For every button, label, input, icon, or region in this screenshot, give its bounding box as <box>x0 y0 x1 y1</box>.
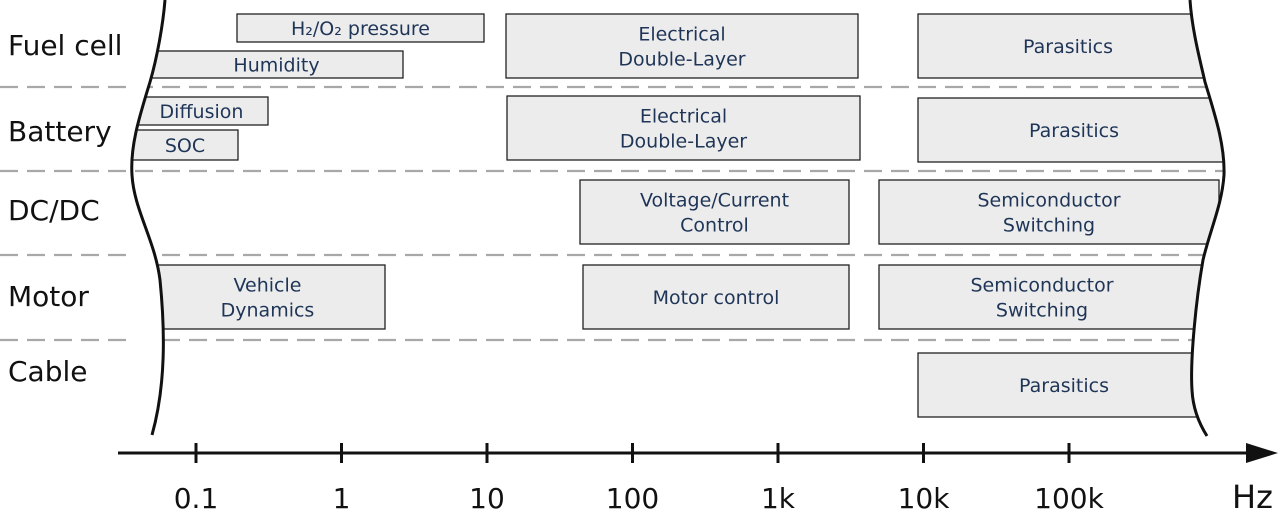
left-axis-break <box>130 0 167 436</box>
row-separators <box>0 85 1280 342</box>
row-label-motor: Motor <box>8 280 89 313</box>
box-label: Electrical <box>638 24 725 46</box>
right-break-mask <box>1190 0 1280 436</box>
box-label: H₂/O₂ pressure <box>291 18 430 40</box>
box-label: Switching <box>1003 215 1095 237</box>
box-label: Parasitics <box>1029 120 1119 142</box>
box-rect <box>149 50 404 79</box>
box-label: Parasitics <box>1023 36 1113 58</box>
box-label: Humidity <box>233 55 319 77</box>
box-label: Double-Layer <box>620 131 747 153</box>
axis-tick-label: 10 <box>469 482 505 512</box>
range-box-soc: SOC <box>131 129 239 161</box>
range-box-fc-parasitics: Parasitics <box>917 13 1219 79</box>
row-labels: Fuel cell Battery DC/DC Motor Cable <box>8 29 122 388</box>
box-label: Semiconductor <box>970 275 1113 297</box>
right-axis-break <box>1188 0 1226 437</box>
box-rect <box>505 13 859 79</box>
axis-ticks: 0.1 1 10 100 1k 10k 100k <box>174 443 1105 512</box>
box-label: Double-Layer <box>618 49 745 71</box>
row-label-cable: Cable <box>8 355 88 388</box>
box-label: Control <box>680 215 749 237</box>
axis-breaks <box>130 0 1226 437</box>
box-rect <box>878 179 1220 245</box>
frequency-axis: 0.1 1 10 100 1k 10k 100k Hz <box>118 443 1278 512</box>
axis-tick-label: 1 <box>333 482 351 512</box>
row-label-battery: Battery <box>8 115 112 148</box>
box-label: Vehicle <box>234 275 302 297</box>
range-box-motor-control: Motor control <box>582 264 850 330</box>
range-box-diffusion: Diffusion <box>134 96 269 126</box>
box-rect <box>917 13 1219 79</box>
box-label: Dynamics <box>221 300 315 322</box>
box-rect <box>582 264 850 330</box>
left-break-mask <box>130 0 165 435</box>
box-label: Diffusion <box>160 101 244 123</box>
axis-tick-label: 10k <box>898 482 951 512</box>
range-boxes: H₂/O₂ pressureHumidityElectricalDouble-L… <box>131 13 1231 418</box>
range-box-bat-parasitics: Parasitics <box>917 97 1231 163</box>
box-rect <box>917 352 1211 418</box>
box-label: Voltage/Current <box>640 190 789 212</box>
box-label: Switching <box>996 300 1088 322</box>
box-rect <box>506 95 861 161</box>
box-label: Parasitics <box>1019 375 1109 397</box>
box-rect <box>149 264 386 330</box>
box-rect <box>134 96 269 126</box>
break-masks <box>130 0 1280 436</box>
box-label: SOC <box>165 135 205 157</box>
box-rect <box>131 129 239 161</box>
box-rect <box>579 179 850 245</box>
axis-unit-label: Hz <box>1232 478 1273 512</box>
box-label: Motor control <box>653 287 780 309</box>
box-rect <box>236 13 485 43</box>
axis-tick-label: 0.1 <box>174 482 219 512</box>
box-label: Electrical <box>640 106 727 128</box>
axis-tick-label: 100 <box>606 482 659 512</box>
row-label-dcdc: DC/DC <box>8 194 100 227</box>
axis-tick-label: 1k <box>761 482 796 512</box>
range-box-humidity: Humidity <box>149 50 404 79</box>
row-label-fuel-cell: Fuel cell <box>8 29 122 62</box>
box-rect <box>878 264 1206 330</box>
axis-arrowhead <box>1246 443 1278 463</box>
box-label: Semiconductor <box>977 190 1120 212</box>
axis-tick-label: 100k <box>1034 482 1104 512</box>
range-box-cable-parasitics: Parasitics <box>917 352 1211 418</box>
range-box-h2o2-pressure: H₂/O₂ pressure <box>236 13 485 43</box>
box-rect <box>917 97 1231 163</box>
